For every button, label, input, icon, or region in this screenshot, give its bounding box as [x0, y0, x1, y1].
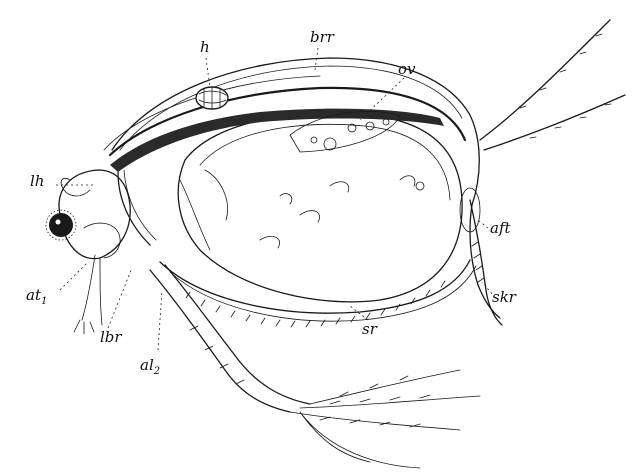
- label-sr: sr: [362, 320, 378, 338]
- heart: [196, 87, 228, 109]
- label-lh: lh: [30, 172, 44, 190]
- shell-margin: [160, 260, 476, 327]
- label-brr: brr: [310, 28, 335, 46]
- label-at1-sub: 1: [41, 296, 47, 307]
- label-al2: al2: [140, 356, 160, 377]
- label-at1-base: at: [26, 286, 42, 304]
- carapace-outline: [104, 58, 500, 318]
- brood-chamber: [178, 113, 462, 302]
- head: [46, 170, 130, 259]
- label-skr: skr: [492, 288, 517, 306]
- internal-structures: [180, 170, 424, 250]
- label-aft: aft: [490, 219, 511, 237]
- label-ov: ov: [398, 60, 416, 78]
- label-al2-sub: 2: [153, 366, 160, 377]
- label-lbr: lbr: [100, 328, 122, 346]
- label-at1: at1: [26, 286, 47, 307]
- caudal-setae: [480, 20, 625, 150]
- first-antenna: [74, 255, 102, 334]
- label-h: h: [200, 38, 210, 56]
- intestine: [110, 109, 444, 245]
- label-al2-base: al: [140, 356, 154, 374]
